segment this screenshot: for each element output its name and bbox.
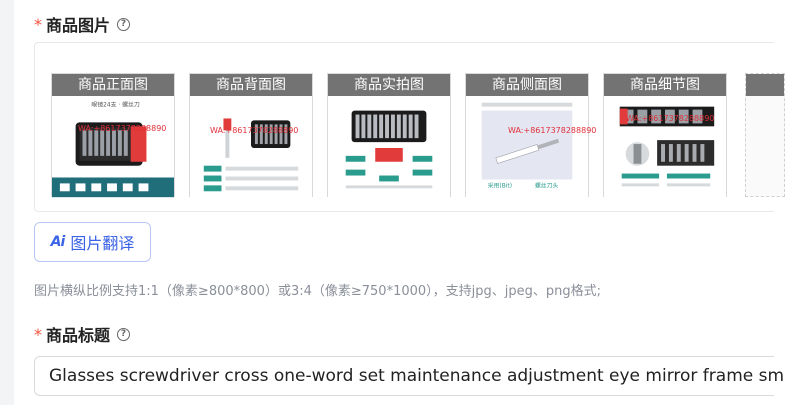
watermark-text: WA:+8617378288890 (508, 126, 597, 135)
left-gutter (0, 0, 14, 405)
thumbnail-front-image: 眼镜24支 · 螺丝刀 (52, 96, 174, 198)
svg-text:采用(Bit): 采用(Bit) (488, 181, 512, 189)
thumbnail-real-shot[interactable]: 商品实拍图 (327, 73, 451, 198)
thumbnail-upload-slot[interactable] (745, 73, 785, 197)
thumbnail-back[interactable]: 商品背面图 WA:+8617378288890 (189, 73, 313, 198)
watermark-text: WA:+8617378288890 (626, 114, 715, 123)
product-images-label: 商品图片 (46, 16, 111, 35)
product-images-label-row: * 商品图片 ? (34, 12, 131, 36)
product-title-label-row: * 商品标题 ? (34, 322, 131, 346)
thumbnail-side[interactable]: 采用(Bit) 螺丝刀头 商品侧面图 WA:+8617378288890 (465, 73, 596, 198)
required-mark: * (34, 14, 42, 34)
thumbnail-side-image: 采用(Bit) 螺丝刀头 (466, 96, 588, 198)
product-images-panel: 眼镜24支 · 螺丝刀 商品正面图 WA:+8617378288890 商品 (34, 42, 785, 212)
svg-text:螺丝刀头: 螺丝刀头 (535, 181, 559, 189)
thumbnail-caption: 商品细节图 (604, 74, 726, 96)
product-title-input[interactable]: Glasses screwdriver cross one-word set m… (34, 356, 784, 396)
thumbnail-real-shot-image (328, 96, 450, 198)
thumbnail-caption: 商品背面图 (190, 74, 312, 96)
image-format-hint: 图片横纵比例支持1:1（像素≥800*800）或3:4（像素≥750*1000）… (34, 284, 602, 299)
image-translate-label: 图片翻译 (70, 234, 135, 253)
watermark-text: WA:+8617378288890 (78, 124, 167, 133)
thumbnail-detail[interactable]: 商品细节图 WA:+8617378288890 (603, 73, 727, 198)
thumbnail-caption: 商品实拍图 (328, 74, 450, 96)
image-translate-button[interactable]: Ai 图片翻译 (34, 222, 151, 262)
required-mark: * (34, 324, 42, 344)
thumbnail-front[interactable]: 眼镜24支 · 螺丝刀 商品正面图 WA:+8617378288890 (51, 73, 175, 198)
thumbnail-caption-partial (746, 74, 784, 96)
product-title-label: 商品标题 (46, 326, 111, 345)
thumbnail-detail-image (604, 96, 726, 198)
thumbnail-back-image (190, 96, 312, 198)
watermark-text: WA:+8617378288890 (210, 126, 299, 135)
svg-text:眼镜24支 · 螺丝刀: 眼镜24支 · 螺丝刀 (91, 101, 140, 109)
thumbnail-caption: 商品侧面图 (466, 74, 588, 96)
question-circle-icon[interactable]: ? (117, 17, 131, 31)
ai-icon: Ai (50, 234, 66, 250)
thumbnail-caption: 商品正面图 (52, 74, 174, 96)
question-circle-icon[interactable]: ? (117, 327, 131, 341)
